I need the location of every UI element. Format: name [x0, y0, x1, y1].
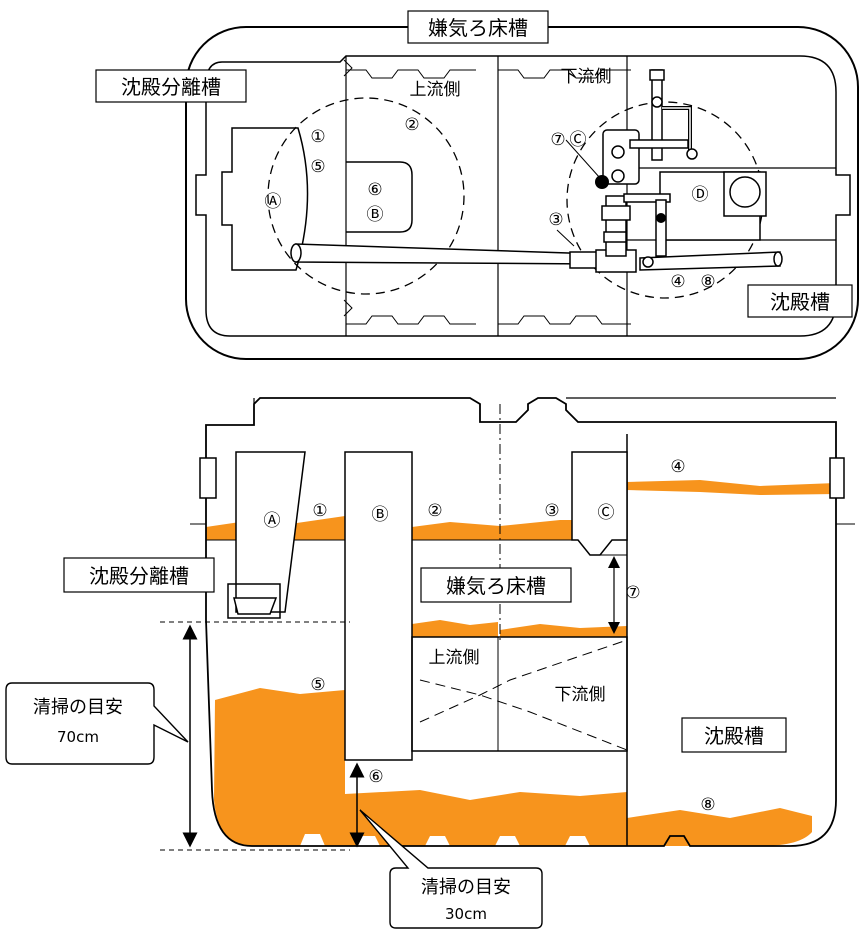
side-marker-b: Ⓑ	[372, 505, 389, 525]
sludge-settling-separation	[214, 688, 345, 846]
top-marker-6: ⑥	[367, 180, 382, 200]
top-right-tank-label: 沈殿槽	[770, 290, 830, 314]
sludge-sedimentation	[627, 808, 812, 846]
top-baffle-b	[346, 161, 413, 233]
top-marker-c: Ⓒ	[570, 130, 587, 150]
top-marker-5: ⑤	[310, 157, 325, 177]
top-dashed-circle-left	[267, 97, 465, 295]
top-marker-3: ③	[548, 210, 563, 230]
sludge-anaerobic-downstream	[500, 624, 627, 637]
side-view: 沈殿分離槽 嫌気ろ床槽 沈殿槽 上流側 下流側 Ⓐ ① Ⓑ ② ③ Ⓒ ④ ⑤ …	[5, 397, 855, 929]
scum-sedimentation	[627, 480, 836, 495]
side-left-tank-label: 沈殿分離槽	[89, 564, 189, 588]
callout-30cm-line1: 清掃の目安	[421, 877, 511, 898]
side-marker-a: Ⓐ	[264, 511, 281, 531]
side-marker-6: ⑥	[368, 767, 383, 787]
top-transfer-pipe	[295, 243, 599, 265]
top-left-tank-label: 沈殿分離槽	[121, 75, 221, 99]
side-marker-2: ②	[427, 501, 442, 521]
side-middle-tank-label: 嫌気ろ床槽	[446, 574, 546, 598]
side-upstream-label: 上流側	[429, 648, 480, 668]
side-marker-8: ⑧	[700, 795, 715, 815]
sludge-anaerobic-upstream	[412, 620, 498, 637]
callout-30cm	[359, 809, 543, 929]
top-marker-4: ④	[670, 272, 685, 292]
side-marker-1: ①	[312, 501, 327, 521]
side-inlet-baffle	[235, 451, 306, 613]
side-marker-4: ④	[670, 457, 685, 477]
callout-70cm-line1: 清掃の目安	[33, 697, 123, 718]
scum-layer-2	[412, 520, 598, 540]
top-marker-2: ②	[404, 115, 419, 135]
side-marker-5: ⑤	[310, 675, 325, 695]
top-marker-d: Ⓓ	[692, 185, 709, 205]
side-filter-bed	[411, 636, 628, 752]
top-black-dot	[595, 175, 609, 189]
sludge-anaerobic-bottom	[345, 790, 627, 846]
top-marker-1: ①	[310, 127, 325, 147]
top-marker-a: Ⓐ	[265, 192, 282, 212]
side-tank-outline	[205, 397, 837, 847]
top-marker-8: ⑧	[700, 272, 715, 292]
top-inlet-baffle	[221, 127, 309, 271]
top-view: 嫌気ろ床槽 沈殿分離槽 沈殿槽 上流側 下流側 ① ⑤ Ⓐ ② ⑥ Ⓑ ③ ⑦ …	[95, 10, 859, 360]
side-marker-7: ⑦	[625, 583, 640, 603]
side-marker-c: Ⓒ	[598, 503, 615, 523]
top-marker-7: ⑦	[550, 130, 565, 150]
top-title: 嫌気ろ床槽	[428, 16, 528, 40]
top-marker-b: Ⓑ	[367, 205, 384, 225]
callout-70cm-line2: 70cm	[57, 728, 99, 746]
side-marker-3: ③	[544, 501, 559, 521]
callout-70cm	[5, 682, 189, 765]
top-title-box	[407, 10, 549, 44]
callout-30cm-line2: 30cm	[445, 905, 487, 923]
top-downstream-label: 下流側	[561, 67, 612, 87]
side-downstream-label: 下流側	[555, 685, 606, 705]
top-upstream-label: 上流側	[410, 80, 461, 100]
side-right-tank-label: 沈殿槽	[704, 724, 764, 748]
side-baffle-b	[344, 451, 413, 761]
